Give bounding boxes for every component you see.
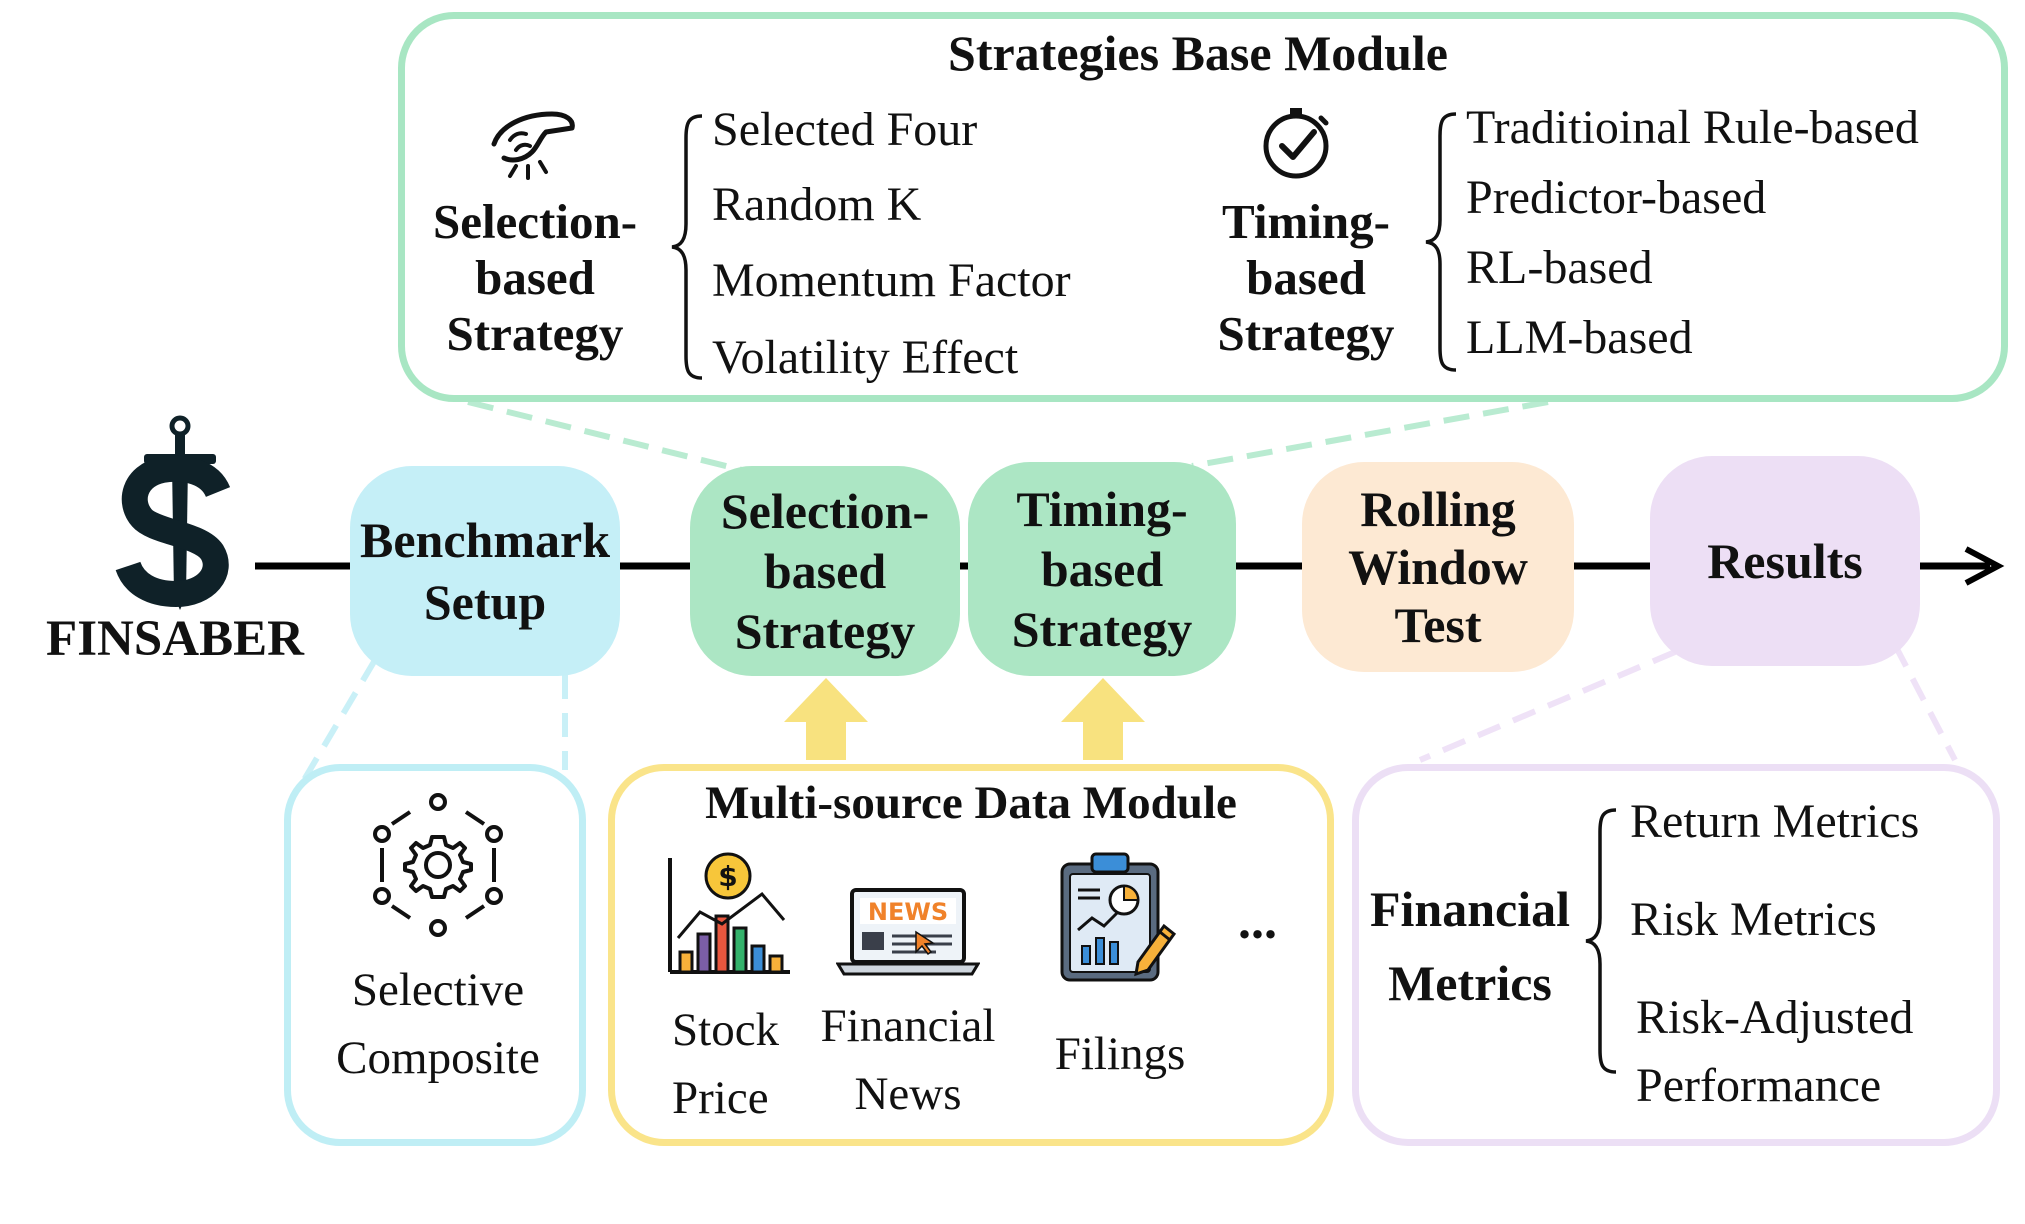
pipeline-label-line: Results [1707, 533, 1863, 589]
strategies-connector-left [467, 399, 743, 473]
financial-metrics-label: Financial Metrics [1360, 872, 1580, 1020]
results-connector-left [1418, 649, 1677, 763]
clock-check-icon [1263, 108, 1329, 179]
metrics-brace [1585, 808, 1617, 1074]
pipeline-label-line: based [1040, 541, 1164, 597]
data-source-label: Financial News [808, 992, 1008, 1128]
pipeline-benchmark-setup[interactable]: Benchmark Setup [350, 466, 620, 676]
label-line: Timing- [1222, 194, 1390, 249]
pipeline-selection-strategy[interactable]: Selection- based Strategy [690, 466, 960, 676]
benchmark-module [284, 764, 586, 1146]
news-laptop-icon: NEWS [836, 888, 980, 976]
pipeline-results[interactable]: Results [1650, 456, 1920, 666]
pipeline-label-line: Rolling [1360, 481, 1516, 537]
timing-brace [1425, 112, 1457, 372]
data-arrow-timing [1061, 678, 1145, 760]
pipeline-label-line: Setup [423, 574, 547, 630]
selection-brace [671, 114, 703, 380]
strategies-base-module [398, 12, 2008, 402]
pipeline-label-line: Window [1348, 539, 1528, 595]
pipeline-label-line: Strategy [734, 603, 916, 659]
metrics-module [1352, 764, 2000, 1146]
data-module-title: Multi-source Data Module [705, 777, 1237, 829]
stock-chart-icon: $ [668, 852, 790, 974]
metrics-item: Performance [1636, 1059, 1882, 1112]
pipeline-rolling-window-test[interactable]: Rolling Window Test [1302, 462, 1574, 672]
svg-text:$: $ [718, 860, 737, 893]
pipeline-label-line: Selection- [720, 483, 930, 539]
data-source-label: Filings [1054, 1028, 1186, 1080]
pipeline-timing-strategy[interactable]: Timing- based Strategy [968, 462, 1236, 676]
metrics-item: Risk-Adjusted [1636, 991, 1914, 1044]
logo-text: FINSABER [46, 611, 304, 667]
pipeline-label-line: Timing- [1016, 481, 1188, 537]
dollar-sword-icon [115, 415, 231, 610]
timing-item: Predictor-based [1466, 171, 1767, 224]
label-line: News [854, 1068, 962, 1120]
strategies-module-title: Strategies Base Module [948, 25, 1448, 81]
selection-item: Momentum Factor [712, 254, 1071, 307]
selection-item: Selected Four [712, 103, 978, 156]
label-line: Composite [336, 1032, 540, 1084]
results-connector-right [1892, 643, 1958, 762]
strategies-connector-right [1191, 399, 1549, 469]
news-badge: NEWS [868, 898, 948, 926]
label-line: based [475, 250, 595, 305]
finsaber-logo: FINSABER [30, 410, 320, 670]
label-line: Strategy [1217, 306, 1395, 361]
label-line: Financial [1369, 881, 1571, 937]
gear-network-icon [373, 793, 503, 937]
metrics-item: Return Metrics [1630, 795, 1920, 848]
timeline-arrowhead [1964, 546, 2005, 586]
label-line: Stock [672, 1004, 780, 1056]
selection-strategy-label: Selection- based Strategy [420, 194, 650, 362]
selection-item: Random K [712, 178, 922, 231]
timing-strategy-label: Timing- based Strategy [1196, 194, 1416, 362]
timing-item: RL-based [1466, 241, 1653, 294]
label-line: Financial [820, 1000, 996, 1052]
more-sources-ellipsis: ... [1238, 893, 1277, 950]
label-line: Strategy [446, 306, 624, 361]
label-line: Price [672, 1072, 769, 1124]
label-line: Selective [351, 964, 525, 1016]
label-line: Selection- [432, 194, 638, 249]
label-line: based [1246, 250, 1366, 305]
data-source-label: Stock Price [652, 996, 802, 1132]
benchmark-connector-left [295, 658, 378, 792]
pipeline-label-line: Benchmark [360, 512, 610, 568]
metrics-item: Risk Metrics [1630, 893, 1877, 946]
selection-item: Volatility Effect [712, 331, 1019, 384]
clipboard-report-icon [1060, 852, 1177, 982]
timing-item: Traditioinal Rule-based [1466, 101, 1919, 154]
pipeline-label-line: based [763, 543, 887, 599]
pipeline-label-line: Test [1394, 597, 1482, 653]
timing-item: LLM-based [1466, 311, 1693, 364]
pinching-hand-icon [491, 111, 575, 180]
pipeline-label-line: Strategy [1011, 601, 1193, 657]
label-line: Metrics [1388, 955, 1552, 1011]
benchmark-module-label: Selective Composite [300, 956, 576, 1092]
data-arrow-selection [784, 678, 868, 760]
